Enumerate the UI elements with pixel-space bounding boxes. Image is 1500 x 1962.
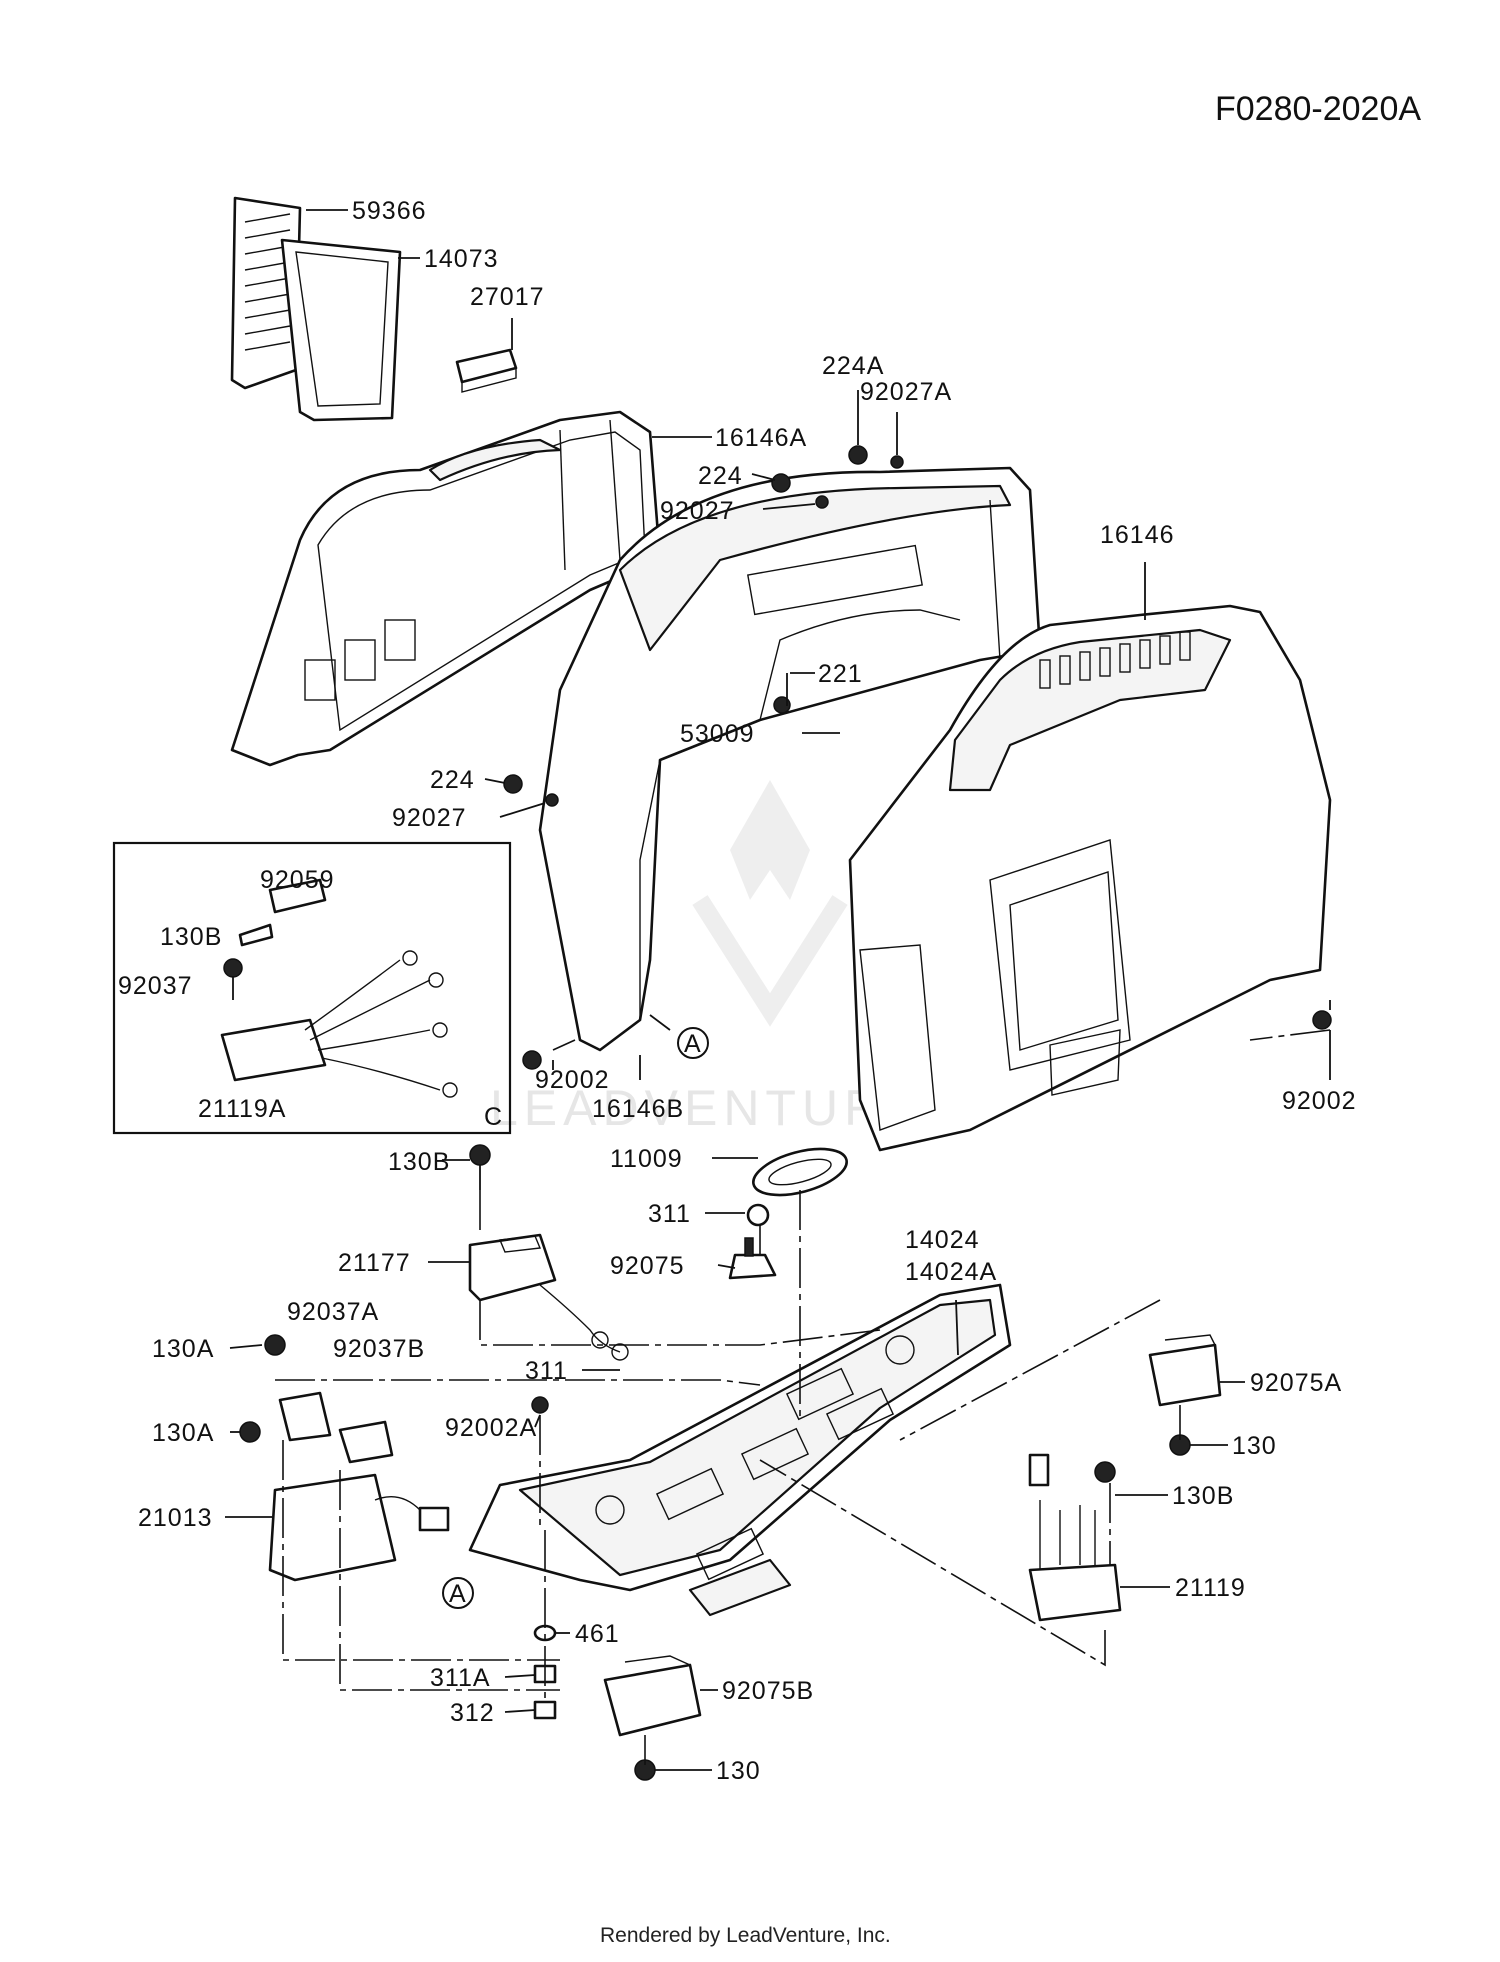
label-92002-left: 92002 [535,1066,610,1094]
label-92075A: 92075A [1250,1369,1342,1397]
label-16146B: 16146B [592,1095,684,1123]
part-16146B-frame [538,466,1042,1052]
label-92027-mid: 92027 [392,804,467,832]
label-224-top: 224 [698,462,743,490]
label-130B-right: 130B [1172,1482,1234,1510]
part-21177-unit [468,1144,629,1361]
watermark-logo [692,780,848,1027]
part-11009-gasket [752,1147,848,1197]
label-14024: 14024 [905,1226,980,1254]
label-92075: 92075 [610,1252,685,1280]
label-27017: 27017 [470,283,545,311]
label-224-mid: 224 [430,766,475,794]
ref-marker-a-bottom: A [442,1577,474,1609]
svg-text:A: A [449,1580,467,1608]
label-92027A: 92027A [860,378,952,406]
label-311-mid: 311 [525,1357,568,1385]
ref-marker-a-top: A [677,1027,709,1059]
label-92037B: 92037B [333,1335,425,1363]
label-461: 461 [575,1620,620,1648]
leader-lines [225,209,1331,1771]
diagram-id: F0280-2020A [1215,90,1421,128]
label-11009: 11009 [610,1145,683,1173]
label-21119: 21119 [1175,1574,1246,1602]
label-312: 312 [450,1699,495,1727]
watermark-text: LEADVENTURE [490,1080,926,1136]
label-92027-top: 92027 [660,497,735,525]
label-130B-inset: 130B [160,923,222,951]
label-14073: 14073 [424,245,499,273]
label-92059: 92059 [260,866,335,894]
part-21013-unit [268,1473,450,1582]
label-224A: 224A [822,352,884,380]
label-130A-2: 130A [152,1419,214,1447]
part-16146A-side-panel [230,410,662,767]
label-311-top: 311 [648,1200,691,1228]
label-21177: 21177 [338,1249,411,1277]
label-130A-1: 130A [152,1335,214,1363]
label-92037: 92037 [118,972,193,1000]
part-14073-frame [280,238,402,422]
assembly-lines [275,1029,1331,1765]
inset-box-c: C [112,841,512,1135]
label-21119A: 21119A [198,1095,286,1123]
label-53009: 53009 [680,720,755,748]
label-92075B: 92075B [722,1677,814,1705]
part-92075A-mount [1148,1334,1222,1456]
label-21013: 21013 [138,1504,213,1532]
inset-letter: C [484,1103,503,1131]
part-27017-block [455,348,518,393]
part-92075B-mount [603,1655,702,1781]
label-92002-right: 92002 [1282,1087,1357,1115]
part-labels: 59366 14073 27017 16146A 224A 92027A 224… [118,197,1357,1785]
label-130-bottom: 130 [716,1757,761,1785]
label-130B-mid: 130B [388,1148,450,1176]
svg-text:A: A [684,1030,702,1058]
label-16146: 16146 [1100,521,1175,549]
part-16146-main-cover [848,604,1332,1152]
label-221: 221 [818,660,863,688]
label-16146A: 16146A [715,424,807,452]
part-92037-brackets [239,1334,394,1464]
label-59366: 59366 [352,197,427,225]
footer-credit: Rendered by LeadVenture, Inc. [600,1924,891,1947]
label-92037A: 92037A [287,1298,379,1326]
label-311A: 311A [430,1664,491,1692]
part-92075-mount [728,1203,777,1280]
part-21119-unit [1028,1453,1122,1622]
label-14024A: 14024A [905,1258,997,1286]
small-fasteners [503,445,1332,1414]
label-92002A: 92002A [445,1414,537,1442]
part-14024-base-plate [468,1283,1012,1617]
label-130-right: 130 [1232,1432,1277,1460]
